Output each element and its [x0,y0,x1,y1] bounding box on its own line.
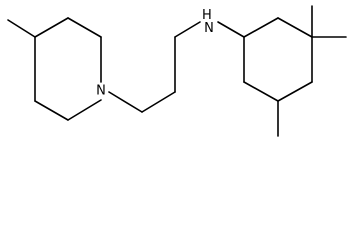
cyclohexane-bond-4 [277,81,313,102]
cyclohexane-bond-1 [243,17,279,38]
amine-bond-1 [217,21,245,38]
atom-labels: H N N [96,8,216,99]
propyl-bond-1 [108,91,143,113]
propyl-bond-2 [141,91,176,113]
amine-nitrogen-label: H N [202,8,216,36]
propyl-bond-4 [174,21,201,38]
molecular-structure: H N N [7,5,347,137]
bond-lines [7,5,347,137]
cyclohexane-bond-2 [277,17,313,38]
piperidine-bond-2 [67,17,102,38]
piperidine-bond-1 [34,17,69,38]
ring-nitrogen-label: N [96,84,106,99]
piperidine-bond-4 [67,99,102,121]
methyl-bond-left [7,19,36,38]
cyclohexane-bond-5 [243,81,279,102]
piperidine-bond-5 [34,100,69,121]
